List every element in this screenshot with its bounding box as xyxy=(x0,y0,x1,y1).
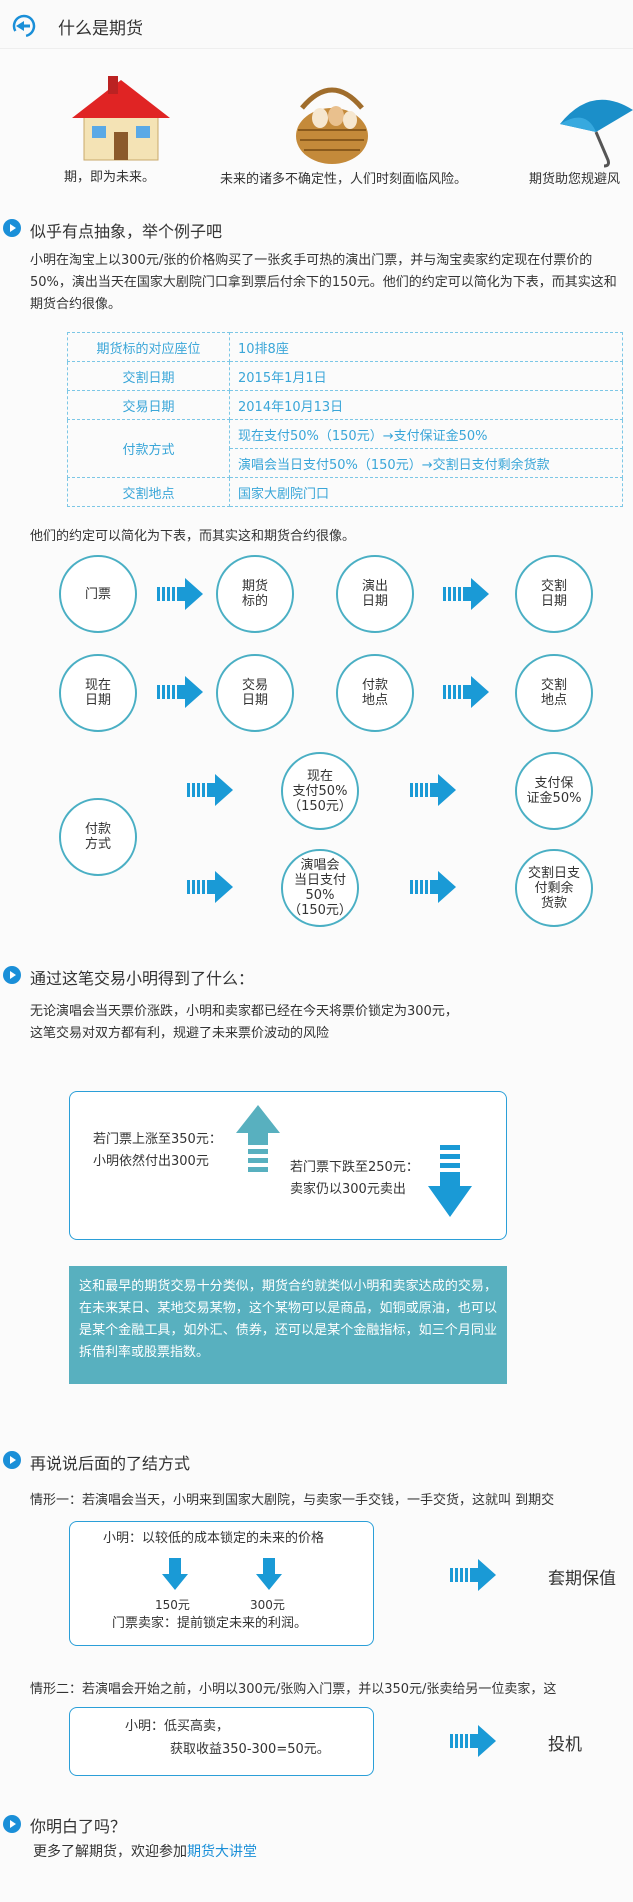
right-arrow-icon xyxy=(450,1725,496,1757)
house-icon xyxy=(66,74,176,168)
table-cell: 2015年1月1日 xyxy=(229,361,623,391)
diagram-node: 付款 地点 xyxy=(336,654,414,732)
intro-caption-2: 未来的诸多不确定性，人们时刻面临风险。 xyxy=(220,172,468,187)
case-one-seller: 门票卖家：提前锁定未来的利润。 xyxy=(112,1616,308,1631)
play-bullet-icon xyxy=(3,1815,21,1833)
price-up-line-1: 若门票上涨至350元： xyxy=(93,1132,222,1147)
header-bar xyxy=(0,0,633,49)
down-arrow-icon xyxy=(162,1558,188,1590)
right-arrow-icon xyxy=(410,774,456,806)
table-cell: 国家大剧院门口 xyxy=(229,477,623,507)
right-arrow-icon xyxy=(157,578,203,610)
table-cell: 期货标的对应座位 xyxy=(67,332,230,362)
egg-basket-icon xyxy=(290,78,374,170)
diagram-node: 现在 支付50% （150元） xyxy=(281,752,359,830)
diagram-node: 交易 日期 xyxy=(216,654,294,732)
benefit-line-2: 这笔交易对双方都有利，规避了未来票价波动的风险 xyxy=(30,1026,330,1041)
hedging-label: 套期保值 xyxy=(548,1569,616,1589)
more-info-prefix: 更多了解期货，欢迎参加 xyxy=(33,1844,187,1860)
price-300: 300元 xyxy=(250,1598,285,1612)
diagram-node: 门票 xyxy=(59,555,137,633)
right-arrow-icon xyxy=(443,676,489,708)
table-row: 付款方式现在支付50%（150元）→支付保证金50% xyxy=(67,419,623,478)
diagram-node: 演唱会 当日支付 50% （150元） xyxy=(281,849,359,927)
right-arrow-icon xyxy=(443,578,489,610)
up-arrow-icon xyxy=(236,1105,280,1172)
diagram-node: 现在 日期 xyxy=(59,654,137,732)
table-cell: 演唱会当日支付50%（150元）→交割日支付剩余货款 xyxy=(229,448,623,478)
speculation-label: 投机 xyxy=(548,1735,582,1755)
case-two-line-1: 小明：低买高卖， xyxy=(125,1719,230,1734)
section-title-settlement: 再说说后面的了结方式 xyxy=(30,1454,191,1473)
right-arrow-icon xyxy=(450,1559,496,1591)
table-row: 交割地点国家大剧院门口 xyxy=(67,477,623,507)
example-paragraph-2: 他们的约定可以简化为下表，而其实这和期货合约很像。 xyxy=(30,529,356,544)
right-arrow-icon xyxy=(187,774,233,806)
diagram-node: 演出 日期 xyxy=(336,555,414,633)
right-arrow-icon xyxy=(157,676,203,708)
down-arrow-icon xyxy=(428,1145,472,1217)
table-cell: 交易日期 xyxy=(67,390,230,420)
price-change-box xyxy=(69,1091,507,1240)
umbrella-icon xyxy=(556,88,633,172)
table-cell: 2014年10月13日 xyxy=(229,390,623,420)
section-title-benefit: 通过这笔交易小明得到了什么： xyxy=(30,969,255,988)
diagram-node: 交割 日期 xyxy=(515,555,593,633)
case-two-box xyxy=(69,1707,374,1776)
table-cell: 交割日期 xyxy=(67,361,230,391)
section-title-example: 似乎有点抽象，举个例子吧 xyxy=(30,222,223,241)
intro-caption-3: 期货助您规避风 xyxy=(529,172,621,187)
diagram-node: 交割日支 付剩余 货款 xyxy=(515,849,593,927)
right-arrow-icon xyxy=(410,871,456,903)
case-two-line-2: 获取收益350-300=50元。 xyxy=(170,1742,330,1757)
diagram-node: 支付保 证金50% xyxy=(515,752,593,830)
benefit-line-1: 无论演唱会当天票价涨跌，小明和卖家都已经在今天将票价锁定为300元， xyxy=(30,1004,458,1019)
play-bullet-icon xyxy=(3,966,21,984)
more-info-line: 更多了解期货，欢迎参加期货大讲堂 xyxy=(33,1841,257,1863)
diagram-node: 付款 方式 xyxy=(59,798,137,876)
play-bullet-icon xyxy=(3,1451,21,1469)
table-cell: 现在支付50%（150元）→支付保证金50% xyxy=(229,419,623,449)
price-up-line-2: 小明依然付出300元 xyxy=(93,1154,209,1169)
case-one-text: 情形一：若演唱会当天，小明来到国家大剧院，与卖家一手交钱，一手交货，这就叫 到期… xyxy=(30,1493,555,1508)
price-down-line-2: 卖家仍以300元卖出 xyxy=(290,1182,406,1197)
diagram-node: 期货 标的 xyxy=(216,555,294,633)
case-one-box xyxy=(69,1521,374,1646)
section-title-understand: 你明白了吗？ xyxy=(30,1817,127,1836)
intro-caption-1: 期，即为未来。 xyxy=(64,170,156,185)
price-down-line-1: 若门票下跌至250元： xyxy=(290,1160,419,1175)
table-cell: 付款方式 xyxy=(67,419,230,478)
case-two-text: 情形二：若演唱会开始之前，小明以300元/张购入门票，并以350元/张卖给另一位… xyxy=(30,1682,557,1697)
price-150: 150元 xyxy=(155,1598,190,1612)
example-paragraph: 小明在淘宝上以300元/张的价格购买了一张炙手可热的演出门票，并与淘宝卖家约定现… xyxy=(30,253,617,312)
right-arrow-icon xyxy=(187,871,233,903)
table-cell: 交割地点 xyxy=(67,477,230,507)
page-title: 什么是期货 xyxy=(58,19,143,39)
down-arrow-icon xyxy=(256,1558,282,1590)
table-cell: 10排8座 xyxy=(229,332,623,362)
play-bullet-icon xyxy=(3,219,21,237)
diagram-node: 交割 地点 xyxy=(515,654,593,732)
case-one-xiaoming: 小明：以较低的成本锁定的未来的价格 xyxy=(103,1531,325,1546)
futures-explanation-note: 这和最早的期货交易十分类似，期货合约就类似小明和卖家达成的交易，在未来某日、某地… xyxy=(69,1266,507,1384)
lecture-link[interactable]: 期货大讲堂 xyxy=(187,1844,257,1860)
back-arrow-icon[interactable] xyxy=(12,14,36,38)
